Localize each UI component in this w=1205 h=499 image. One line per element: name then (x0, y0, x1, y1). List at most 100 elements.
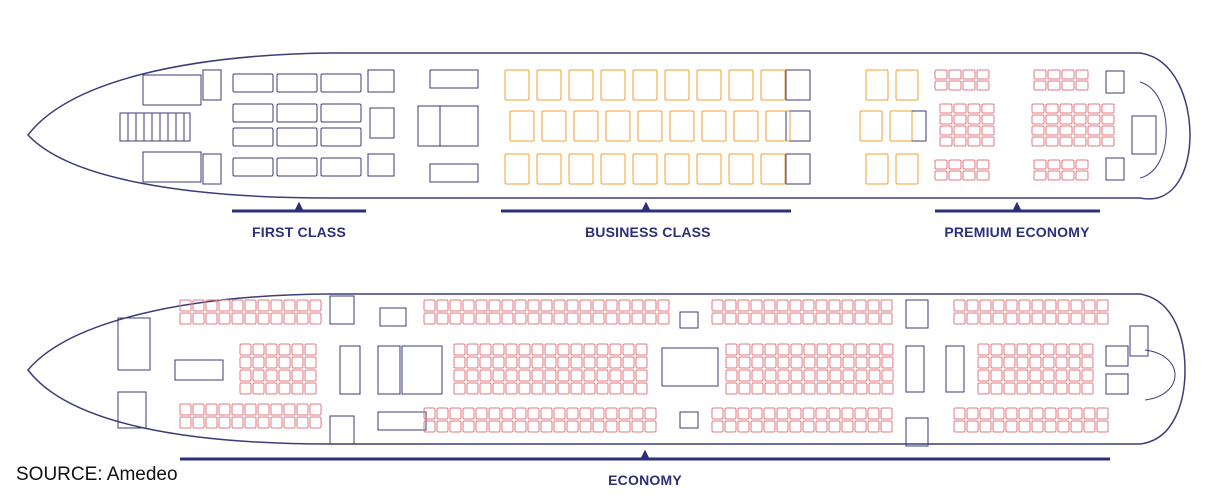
economy-seat (763, 312, 776, 325)
economy-seat (711, 420, 724, 433)
economy-seat (296, 416, 309, 429)
business-class-seat (637, 110, 663, 142)
economy-seat (453, 382, 466, 395)
economy-seat (257, 416, 270, 429)
economy-seat (449, 312, 462, 325)
economy-seat (239, 343, 252, 356)
business-class-seat (509, 110, 535, 142)
economy-seat (423, 299, 436, 312)
economy-seat (436, 299, 449, 312)
economy-seat (557, 369, 570, 382)
economy-seat (592, 299, 605, 312)
economy-seat (841, 407, 854, 420)
economy-seat (711, 312, 724, 325)
economy-seat (296, 299, 309, 312)
economy-seat (737, 407, 750, 420)
economy-seat (1005, 299, 1018, 312)
business-class-seat (760, 69, 786, 101)
economy-seat (953, 312, 966, 325)
premium-economy-seat (1033, 69, 1047, 80)
economy-seat (205, 416, 218, 429)
economy-seat (283, 416, 296, 429)
economy-seat (540, 420, 553, 433)
economy-seat (1055, 356, 1068, 369)
premium-economy-seat (1087, 103, 1101, 114)
economy-seat (867, 299, 880, 312)
premium-economy-seat (1045, 125, 1059, 136)
economy-seat (205, 299, 218, 312)
economy-seat (990, 343, 1003, 356)
economy-seat (855, 356, 868, 369)
economy-seat (1031, 420, 1044, 433)
economy-seat (544, 369, 557, 382)
economy-seat (475, 312, 488, 325)
economy-seat (644, 299, 657, 312)
economy-seat (518, 382, 531, 395)
premium-economy-seat (976, 69, 990, 80)
economy-seat (449, 299, 462, 312)
main-deck-fuselage (27, 293, 1186, 445)
economy-seat (231, 416, 244, 429)
premium-economy-seat (976, 80, 990, 91)
economy-seat (1070, 407, 1083, 420)
business-class-seat (568, 153, 594, 185)
premium-economy-seat (962, 159, 976, 170)
premium-economy-seat (1061, 170, 1075, 181)
economy-seat (622, 356, 635, 369)
premium-economy-seat (948, 159, 962, 170)
economy-seat (462, 299, 475, 312)
economy-seat (566, 312, 579, 325)
economy-seat (777, 343, 790, 356)
economy-seat (605, 420, 618, 433)
economy-seat (583, 369, 596, 382)
premium-economy-seat (939, 136, 953, 147)
economy-seat (462, 420, 475, 433)
economy-seat (291, 343, 304, 356)
economy-seat (966, 420, 979, 433)
economy-seat (828, 312, 841, 325)
economy-seat (1083, 420, 1096, 433)
economy-seat (304, 369, 317, 382)
economy-seat (462, 312, 475, 325)
premium-economy-seat (1033, 159, 1047, 170)
economy-seat (828, 420, 841, 433)
business-class-seat (541, 110, 567, 142)
economy-seat (977, 343, 990, 356)
first-class-seat (276, 157, 318, 177)
economy-seat (828, 299, 841, 312)
economy-seat (815, 299, 828, 312)
first-class-label: FIRST CLASS (252, 224, 346, 240)
economy-seat (579, 407, 592, 420)
economy-seat (1044, 407, 1057, 420)
economy-seat (750, 420, 763, 433)
economy-seat (179, 403, 192, 416)
premium-economy-seats (934, 69, 1115, 181)
economy-seat (1055, 343, 1068, 356)
economy-seat (1068, 356, 1081, 369)
economy-seat (1081, 369, 1094, 382)
economy-seat (488, 407, 501, 420)
business-class-seat (895, 69, 919, 101)
economy-seat (583, 382, 596, 395)
economy-seat (218, 312, 231, 325)
economy-seat (977, 369, 990, 382)
economy-seat (868, 356, 881, 369)
economy-seat (618, 299, 631, 312)
business-class-seat (600, 153, 626, 185)
economy-seat (1055, 369, 1068, 382)
main-deck-fixtures (117, 295, 1176, 447)
first-class-seat (232, 103, 274, 123)
economy-seat (1044, 420, 1057, 433)
premium-economy-seat (1059, 114, 1073, 125)
class-brackets (180, 201, 1110, 461)
economy-seat (867, 420, 880, 433)
economy-seat (309, 312, 322, 325)
premium-economy-seat (962, 170, 976, 181)
economy-seat (462, 407, 475, 420)
business-class-seat (632, 153, 658, 185)
economy-seat (790, 369, 803, 382)
economy-seat (244, 312, 257, 325)
premium-economy-seat (1059, 136, 1073, 147)
economy-seat (1081, 382, 1094, 395)
economy-seat (867, 312, 880, 325)
